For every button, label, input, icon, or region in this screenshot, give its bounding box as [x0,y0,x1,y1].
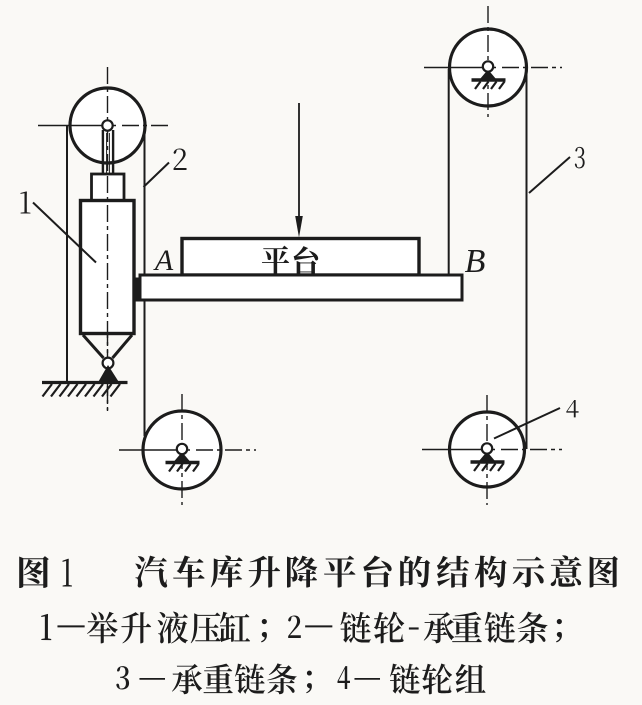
svg-text:A: A [153,244,174,277]
svg-text:B: B [465,243,486,280]
